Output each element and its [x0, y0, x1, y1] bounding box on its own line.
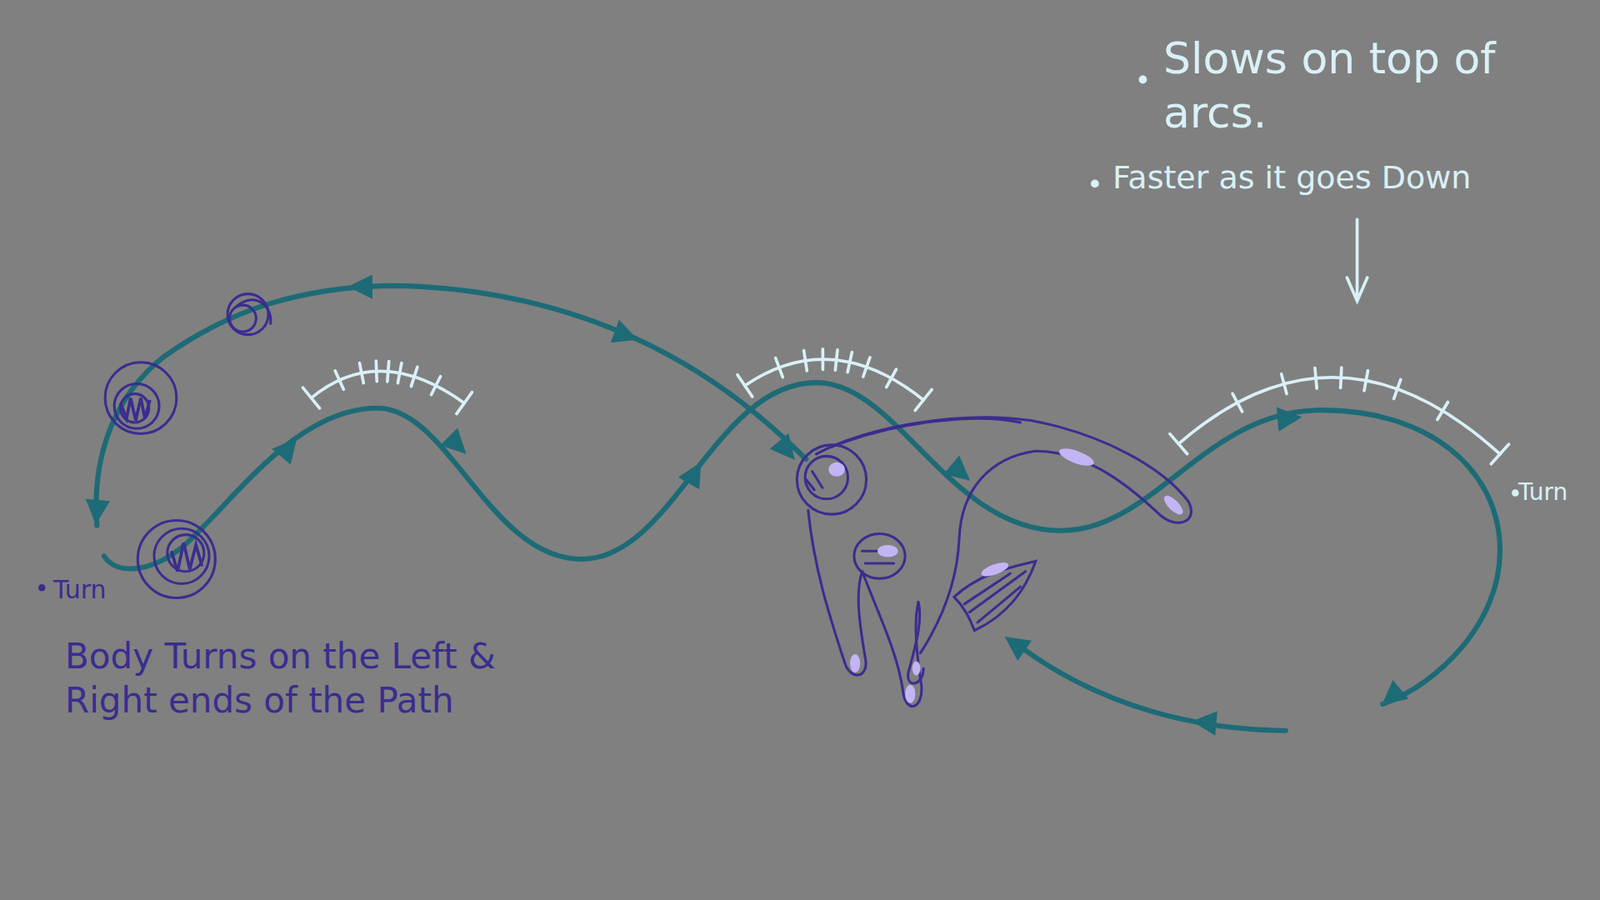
turn-label: Turn: [53, 574, 107, 606]
creature-drawing: [796, 417, 1191, 707]
spacing-tick: [359, 363, 364, 384]
turn-label: Turn: [1518, 477, 1568, 507]
arrowhead: [610, 320, 643, 352]
spacing-tick: [915, 390, 932, 411]
bullet-dots: [38, 75, 1520, 592]
spacing-tick: [302, 387, 320, 409]
spacing-tick: [1394, 379, 1401, 399]
spacing-tick: [847, 352, 852, 373]
spacing-tick: [775, 358, 784, 378]
spacing-tick: [835, 350, 838, 370]
turn-markers: [105, 294, 271, 599]
return-path: [1015, 642, 1285, 730]
spacing-tick: [374, 360, 379, 381]
spacing-tick: [410, 366, 417, 386]
arrowhead: [1276, 405, 1304, 432]
spacing-tick: [1170, 434, 1188, 455]
spacing-charts: [310, 219, 1500, 455]
spacing-tick: [1281, 374, 1287, 395]
spacing-tick: [387, 360, 390, 381]
upper-path: [95, 285, 806, 526]
speed-note: Faster as it goes Down: [1112, 158, 1471, 199]
arrowhead: [997, 626, 1032, 661]
pointer-arrow: [1346, 219, 1367, 301]
spacing-tick: [431, 376, 441, 395]
spacing-tick: [1490, 444, 1509, 465]
spacing-arc: [745, 359, 924, 400]
spacing-tick: [456, 392, 473, 415]
spacing-tick: [1232, 393, 1243, 412]
arrowhead: [1190, 709, 1218, 736]
spacing-tick: [1364, 370, 1368, 391]
spacing-tick: [1437, 401, 1449, 420]
arrowhead: [770, 433, 805, 468]
body-turn-note: Body Turns on the Left & Right ends of t…: [65, 635, 515, 723]
spacing-tick: [1340, 367, 1342, 388]
spacing-tick: [820, 349, 825, 370]
arrowhead: [1374, 680, 1409, 715]
creature-highlights: [828, 445, 1186, 704]
arrowhead: [440, 428, 475, 464]
spacing-tick: [397, 363, 402, 384]
arrowhead: [271, 430, 306, 465]
spacing-tick: [863, 357, 870, 377]
spacing-ticks: [302, 349, 1509, 465]
arrowhead: [83, 499, 110, 526]
spacing-tick: [737, 375, 753, 397]
spacing-tick: [804, 350, 808, 371]
spacing-tick: [1315, 368, 1317, 389]
spacing-tick: [886, 369, 897, 387]
spacing-tick: [335, 370, 344, 390]
speed-note: Slows on top of arcs.: [1163, 31, 1555, 140]
spacing-arc: [1178, 377, 1500, 455]
arrowhead: [678, 455, 712, 490]
arrowhead: [943, 455, 978, 490]
arrowhead: [348, 274, 373, 299]
